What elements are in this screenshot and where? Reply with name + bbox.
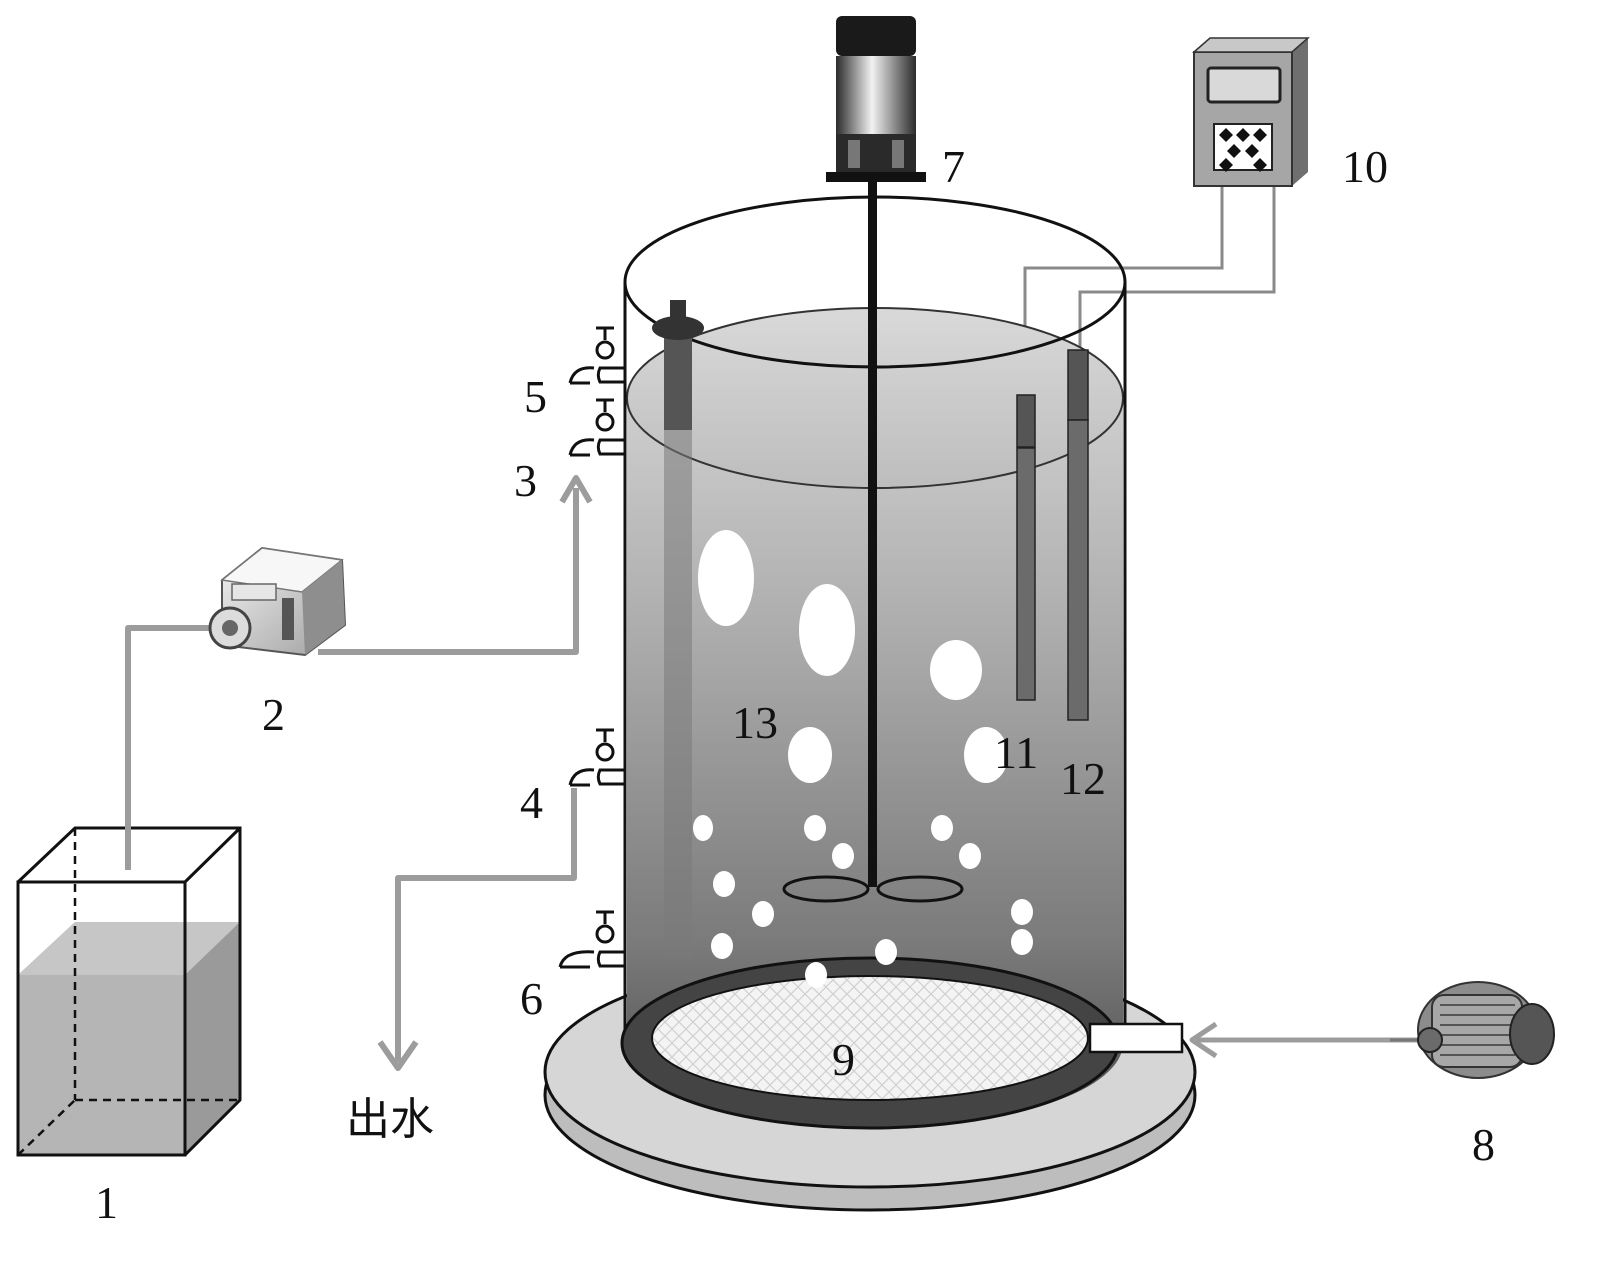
- air-pipe: [1189, 1021, 1418, 1059]
- feed-tank: [16, 826, 242, 1157]
- label-12: 12: [1060, 753, 1106, 804]
- label-9: 9: [832, 1034, 855, 1085]
- stirrer-motor-icon: [826, 16, 926, 182]
- peristaltic-pump-icon: [208, 546, 347, 657]
- label-3: 3: [514, 455, 537, 506]
- faucet-valve-icon: [558, 326, 625, 969]
- inner-tube: [652, 300, 704, 960]
- reactor-tank: [620, 195, 1184, 1130]
- label-10: 10: [1342, 141, 1388, 192]
- label-2: 2: [262, 689, 285, 740]
- label-11: 11: [994, 727, 1038, 778]
- label-5: 5: [524, 371, 547, 422]
- label-4: 4: [520, 777, 543, 828]
- valve-6[interactable]: [558, 910, 625, 969]
- labels: 1 2 3 4 5 6 7 8 9 10 11 12 13 出水: [95, 141, 1495, 1228]
- air-compressor-icon: [1390, 981, 1555, 1079]
- probe-12: [1067, 349, 1089, 721]
- label-8: 8: [1472, 1119, 1495, 1170]
- label-6: 6: [520, 973, 543, 1024]
- valve-3[interactable]: [568, 398, 625, 457]
- valve-5[interactable]: [568, 326, 625, 385]
- label-1: 1: [95, 1177, 118, 1228]
- bubbles: [693, 530, 1033, 988]
- controller-box-icon: [1192, 37, 1310, 187]
- label-outlet: 出水: [346, 1094, 434, 1145]
- label-13: 13: [732, 697, 778, 748]
- valve-4[interactable]: [568, 728, 625, 787]
- probe-11: [1016, 394, 1036, 701]
- outlet-pipe: [377, 788, 577, 1071]
- stirrer-shaft: [782, 175, 964, 903]
- label-7: 7: [942, 141, 965, 192]
- feed-pipe: [125, 475, 593, 870]
